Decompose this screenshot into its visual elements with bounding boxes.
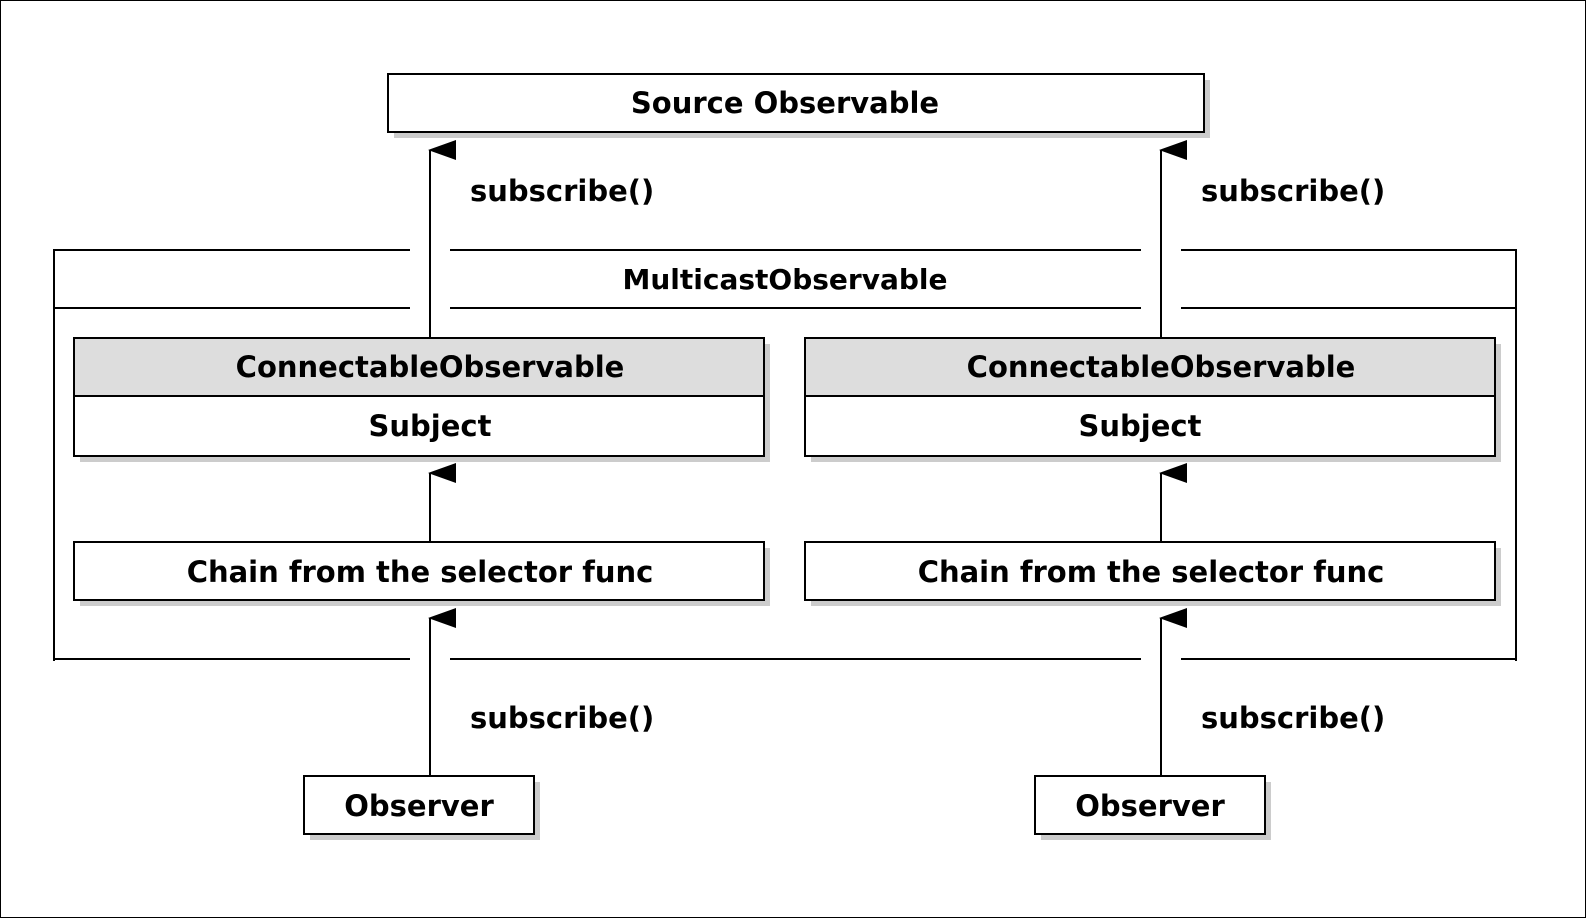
source-observable-box: Source Observable	[387, 73, 1210, 138]
left-connectable-observable-box: ConnectableObservable Subject	[73, 337, 770, 462]
left-chain-label: Chain from the selector func	[187, 555, 654, 589]
right-chain-label: Chain from the selector func	[918, 555, 1385, 589]
subscribe-label-top-left: subscribe()	[470, 174, 654, 208]
multicast-observable-label: MulticastObservable	[622, 263, 947, 296]
right-connectable-label: ConnectableObservable	[967, 350, 1356, 384]
left-chain-box: Chain from the selector func	[73, 541, 770, 606]
right-observer-label: Observer	[1075, 789, 1225, 823]
subscribe-label-bottom-right: subscribe()	[1201, 701, 1385, 735]
right-connectable-observable-box: ConnectableObservable Subject	[804, 337, 1501, 462]
source-observable-label: Source Observable	[631, 86, 939, 120]
left-observer-box: Observer	[303, 775, 540, 840]
multicast-observable-container: MulticastObservable	[53, 249, 1517, 661]
left-connectable-label: ConnectableObservable	[236, 350, 625, 384]
right-subject-label: Subject	[1079, 409, 1202, 443]
subscribe-label-top-right: subscribe()	[1201, 174, 1385, 208]
right-chain-box: Chain from the selector func	[804, 541, 1501, 606]
right-observer-box: Observer	[1034, 775, 1271, 840]
left-subject-label: Subject	[369, 409, 492, 443]
subscribe-label-bottom-left: subscribe()	[470, 701, 654, 735]
left-observer-label: Observer	[344, 789, 494, 823]
